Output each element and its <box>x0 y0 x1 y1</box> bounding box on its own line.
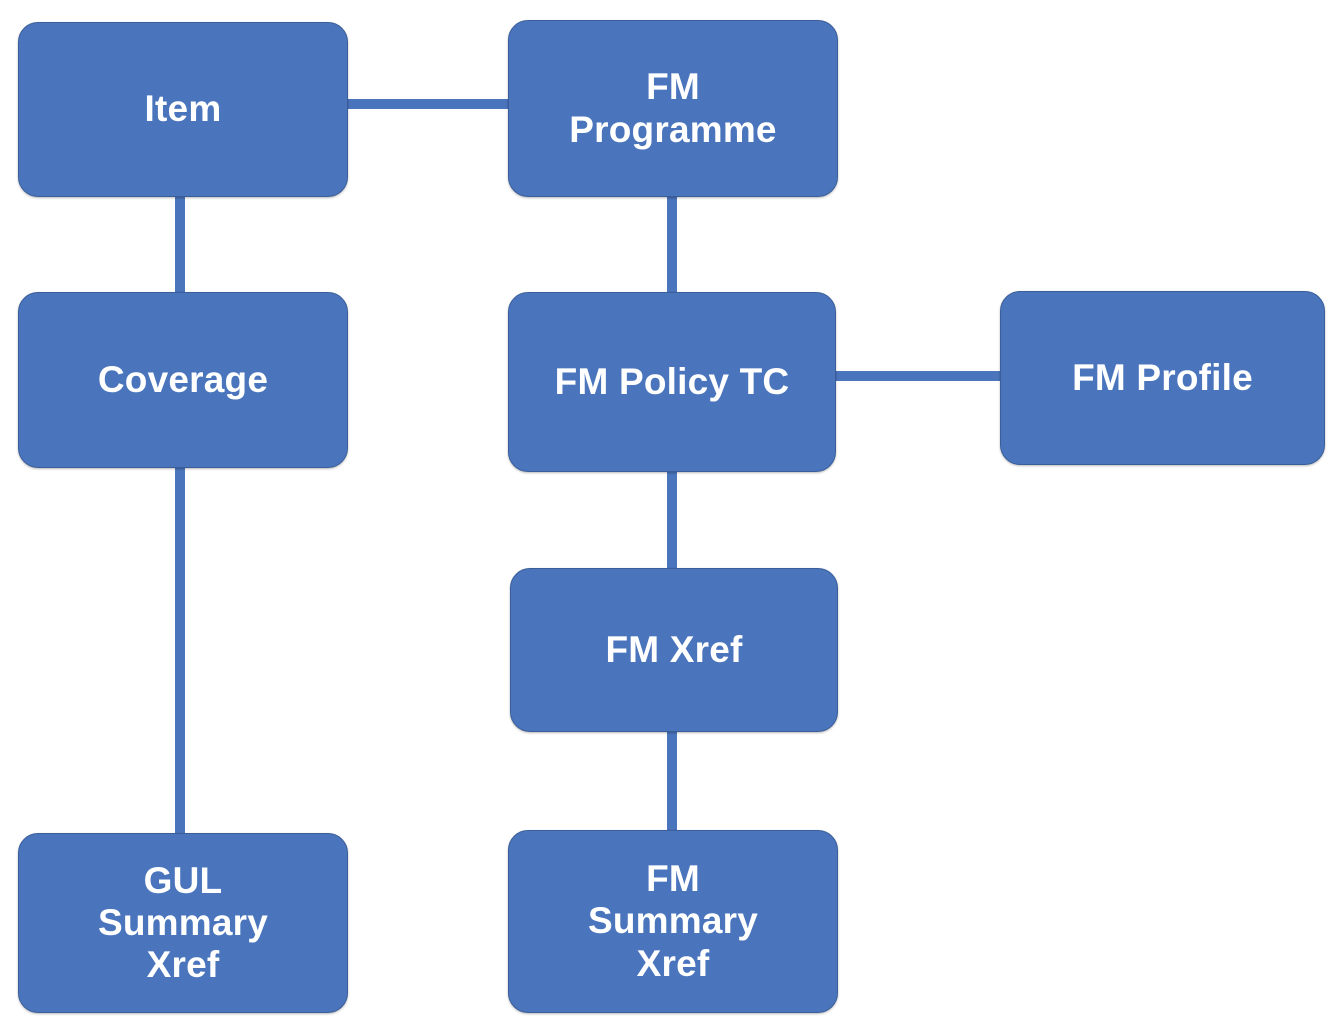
node-fm-summary-xref-label: FM Summary Xref <box>587 858 759 984</box>
connector-coverage-to-gul-summary-xref <box>175 462 185 839</box>
node-fm-policy-tc-label: FM Policy TC <box>554 360 790 402</box>
node-fm-summary-xref[interactable]: FM Summary Xref <box>508 830 838 1013</box>
node-fm-xref-label: FM Xref <box>605 628 743 670</box>
node-coverage-label: Coverage <box>97 358 269 400</box>
node-fm-programme[interactable]: FM Programme <box>508 20 838 197</box>
node-item[interactable]: Item <box>18 22 348 197</box>
connector-item-to-coverage <box>175 192 185 298</box>
node-coverage[interactable]: Coverage <box>18 292 348 468</box>
node-fm-policy-tc[interactable]: FM Policy TC <box>508 292 836 472</box>
connector-fm-xref-to-fm-summary-xref <box>667 726 677 836</box>
node-item-label: Item <box>144 88 222 130</box>
node-fm-programme-label: FM Programme <box>569 66 777 150</box>
node-gul-summary-xref[interactable]: GUL Summary Xref <box>18 833 348 1013</box>
connector-item-to-fm-programme <box>344 99 512 109</box>
connector-fm-policy-tc-to-fm-profile <box>832 371 1004 381</box>
connector-fm-programme-to-fm-policy-tc <box>667 191 677 298</box>
connector-fm-policy-tc-to-fm-xref <box>667 466 677 574</box>
node-fm-xref[interactable]: FM Xref <box>510 568 838 732</box>
node-fm-profile-label: FM Profile <box>1072 356 1253 398</box>
node-fm-profile[interactable]: FM Profile <box>1000 291 1325 465</box>
node-gul-summary-xref-label: GUL Summary Xref <box>97 859 269 986</box>
